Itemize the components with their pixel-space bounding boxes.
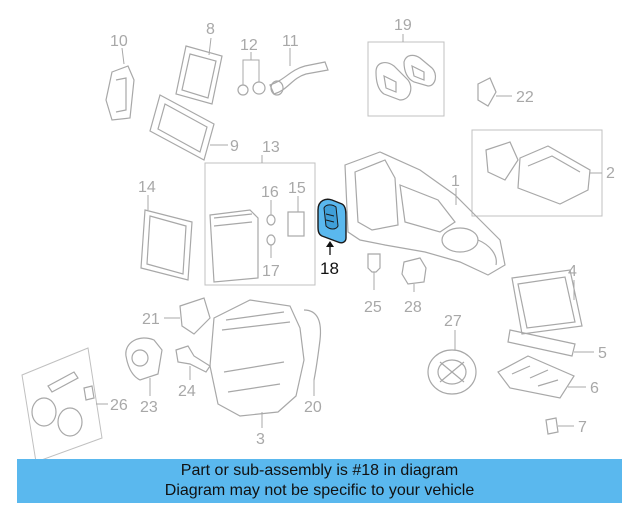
callout-5: 5 (598, 345, 607, 362)
callout-12: 12 (240, 37, 258, 54)
part-27-drawing (427, 330, 477, 395)
callout-21: 21 (142, 311, 160, 328)
callout-2: 2 (606, 165, 615, 182)
callout-1: 1 (451, 173, 460, 190)
callout-23: 23 (140, 399, 158, 416)
callout-16: 16 (261, 184, 279, 201)
callout-26: 26 (110, 397, 128, 414)
part-8-drawing (175, 37, 223, 105)
banner-line-2: Diagram may not be specific to your vehi… (164, 482, 475, 499)
part-19-drawing (375, 34, 437, 101)
banner-line-1: Part or sub-assembly is #18 in diagram (180, 462, 459, 479)
callout-22: 22 (516, 89, 534, 106)
part-12-drawing (237, 52, 266, 96)
part-9-drawing (149, 94, 228, 161)
callout-11: 11 (282, 33, 299, 50)
part-4-drawing (511, 269, 583, 335)
part-5-drawing (507, 329, 594, 357)
callout-28: 28 (404, 299, 422, 316)
part-14-drawing (140, 195, 193, 281)
part-15-drawing (287, 196, 305, 237)
part-24-drawing (175, 345, 211, 380)
callout-18: 18 (320, 259, 339, 278)
callout-17: 17 (262, 263, 280, 280)
callout-13: 13 (262, 139, 280, 156)
part-18-drawing (317, 198, 347, 255)
info-banner: Part or sub-assembly is #18 in diagram D… (17, 459, 622, 503)
part-6-drawing (497, 355, 586, 399)
part-22-drawing (477, 77, 512, 107)
part-25-drawing (367, 253, 381, 290)
callout-14: 14 (138, 179, 156, 196)
part-11-drawing (269, 48, 329, 96)
callout-20: 20 (304, 399, 322, 416)
callout-15: 15 (288, 180, 306, 197)
part-7-drawing (545, 417, 574, 435)
part-3-drawing (209, 299, 305, 428)
callout-19: 19 (394, 17, 412, 34)
part-28-drawing (401, 257, 427, 292)
callout-4: 4 (568, 263, 577, 280)
callout-27: 27 (444, 313, 462, 330)
callout-10: 10 (110, 33, 128, 50)
callout-7: 7 (578, 419, 587, 436)
part-16-drawing (266, 200, 276, 226)
callout-6: 6 (590, 380, 599, 397)
group-box-19 (367, 41, 445, 117)
part-23-drawing (125, 337, 163, 396)
callout-8: 8 (206, 21, 215, 38)
part-17-drawing (266, 234, 276, 258)
part-2-drawing (485, 141, 602, 205)
callout-9: 9 (230, 138, 239, 155)
callout-3: 3 (256, 431, 265, 448)
part-10-drawing (105, 47, 135, 121)
callout-24: 24 (178, 383, 196, 400)
part-20-drawing (303, 309, 322, 396)
callout-25: 25 (364, 299, 382, 316)
part-21-drawing (164, 297, 211, 335)
part-26-drawing (31, 371, 108, 437)
part-13-drawing (209, 155, 263, 283)
group-box-13 (204, 162, 316, 286)
group-box-26 (21, 347, 103, 463)
part-1-drawing (344, 151, 506, 276)
